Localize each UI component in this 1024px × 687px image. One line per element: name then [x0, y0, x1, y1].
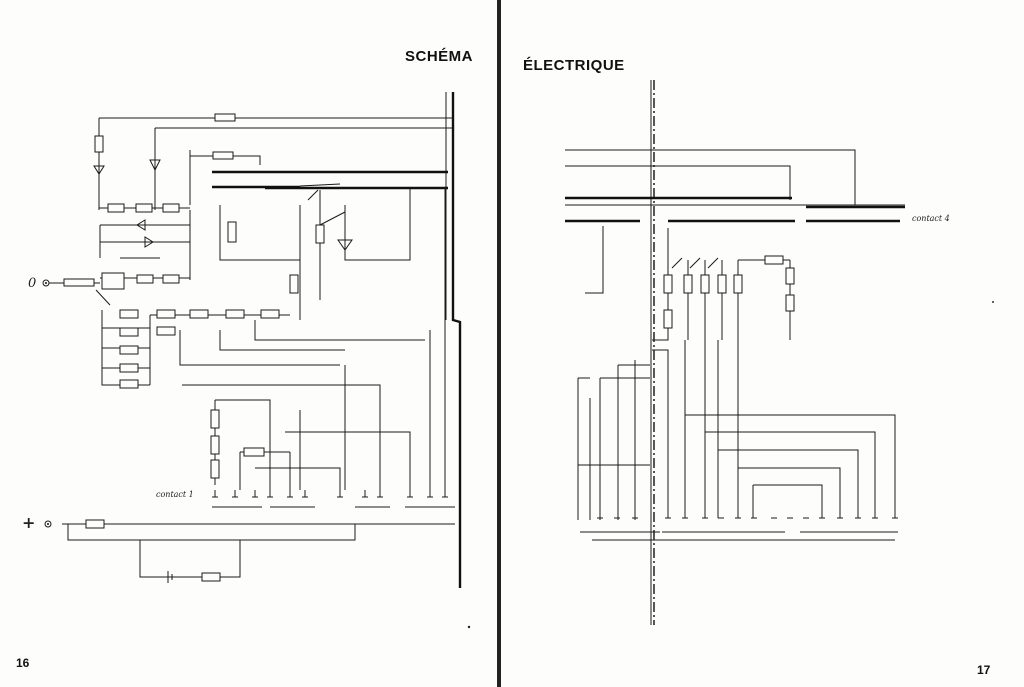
page-title-right: ÉLECTRIQUE — [523, 57, 625, 74]
page-number-right: 17 — [977, 663, 991, 677]
plus-terminal-label: + — [22, 513, 35, 532]
right-schematic: contact 4 — [565, 80, 994, 625]
terminal-row-right — [580, 517, 898, 541]
left-schematic: contact 1 + 0 — [22, 92, 471, 629]
page-title-left: SCHÉMA — [405, 48, 474, 65]
right-page: 17 — [502, 0, 1024, 687]
page-gutter — [497, 0, 501, 687]
contact-4-label: contact 4 — [912, 214, 950, 223]
page-number-left: 16 — [16, 656, 30, 670]
left-page: SCHÉMA 16 — [0, 0, 498, 687]
terminal-row-left — [212, 490, 455, 508]
contact-1-label: contact 1 — [156, 490, 194, 499]
zero-input-label: 0 — [28, 276, 36, 291]
